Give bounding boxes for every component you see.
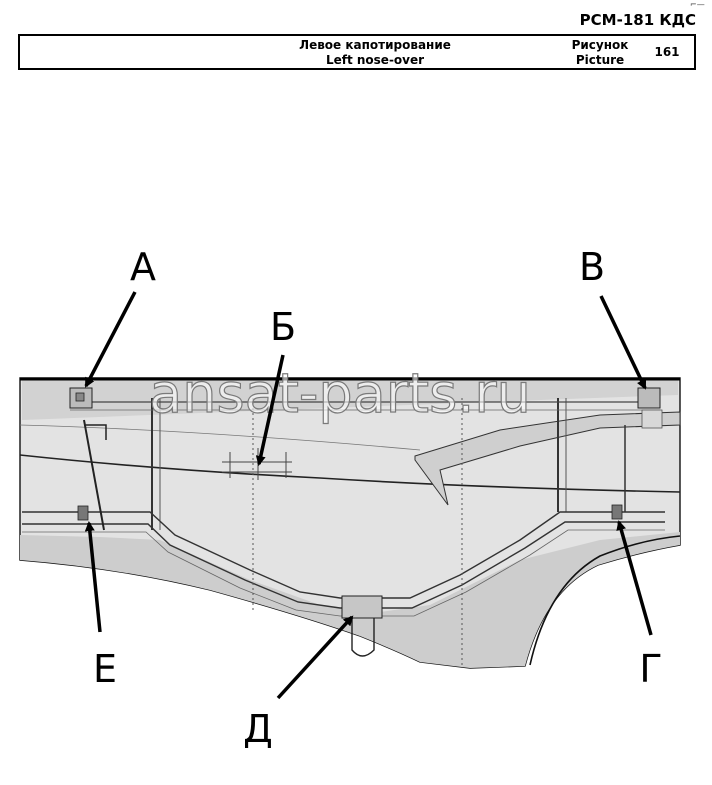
leader-arrow-b xyxy=(255,354,285,466)
frame-lower-channel xyxy=(22,511,665,599)
latch-bracket-a-inner xyxy=(75,392,85,402)
panel-lower-shade xyxy=(20,532,680,668)
latch-bracket-v xyxy=(637,387,661,409)
title-en: Left nose-over xyxy=(325,53,425,67)
title-column: Левое капотирование Left nose-over xyxy=(240,38,510,68)
callout-e: Е xyxy=(93,647,117,691)
figure-number: 161 xyxy=(654,45,680,59)
rod-bracket-e xyxy=(77,505,89,521)
leader-arrow-v xyxy=(599,295,647,390)
title-block: Левое капотирование Left nose-over Рисун… xyxy=(18,34,696,70)
leader-arrow-g xyxy=(616,520,653,636)
callout-a: А xyxy=(130,245,156,289)
fitting-d xyxy=(341,595,383,619)
leader-arrow-e xyxy=(84,521,102,633)
frame-lower-channel-2 xyxy=(22,521,665,609)
fitting-d-loop xyxy=(351,618,375,657)
callout-g: Г xyxy=(639,647,662,691)
latch-plate-v xyxy=(641,409,663,429)
leader-arrow-a xyxy=(84,291,137,388)
prop-rod-left-top xyxy=(84,424,107,440)
figure-label-column: Рисунок Picture xyxy=(560,38,640,68)
figure-label-en: Picture xyxy=(575,53,625,67)
leader-arrow-d xyxy=(276,615,354,700)
callout-d: Д xyxy=(243,707,273,751)
rod-bracket-g xyxy=(611,504,623,520)
panel-sweep-line-2 xyxy=(19,424,421,451)
title-ru: Левое капотирование xyxy=(299,38,451,52)
panel-sweep-line xyxy=(19,454,681,493)
document-code: PCM-181 КДС xyxy=(579,11,696,29)
corner-mark: ⌐— xyxy=(690,0,705,9)
frame-lower-channel-3 xyxy=(22,529,665,617)
prop-rod-left xyxy=(83,419,105,531)
wheel-arch xyxy=(529,535,681,666)
callout-b: Б xyxy=(270,305,296,349)
callout-v: В xyxy=(579,245,605,289)
figure-label-ru: Рисунок xyxy=(571,38,629,52)
watermark-text: ansat-parts.ru xyxy=(149,362,531,425)
